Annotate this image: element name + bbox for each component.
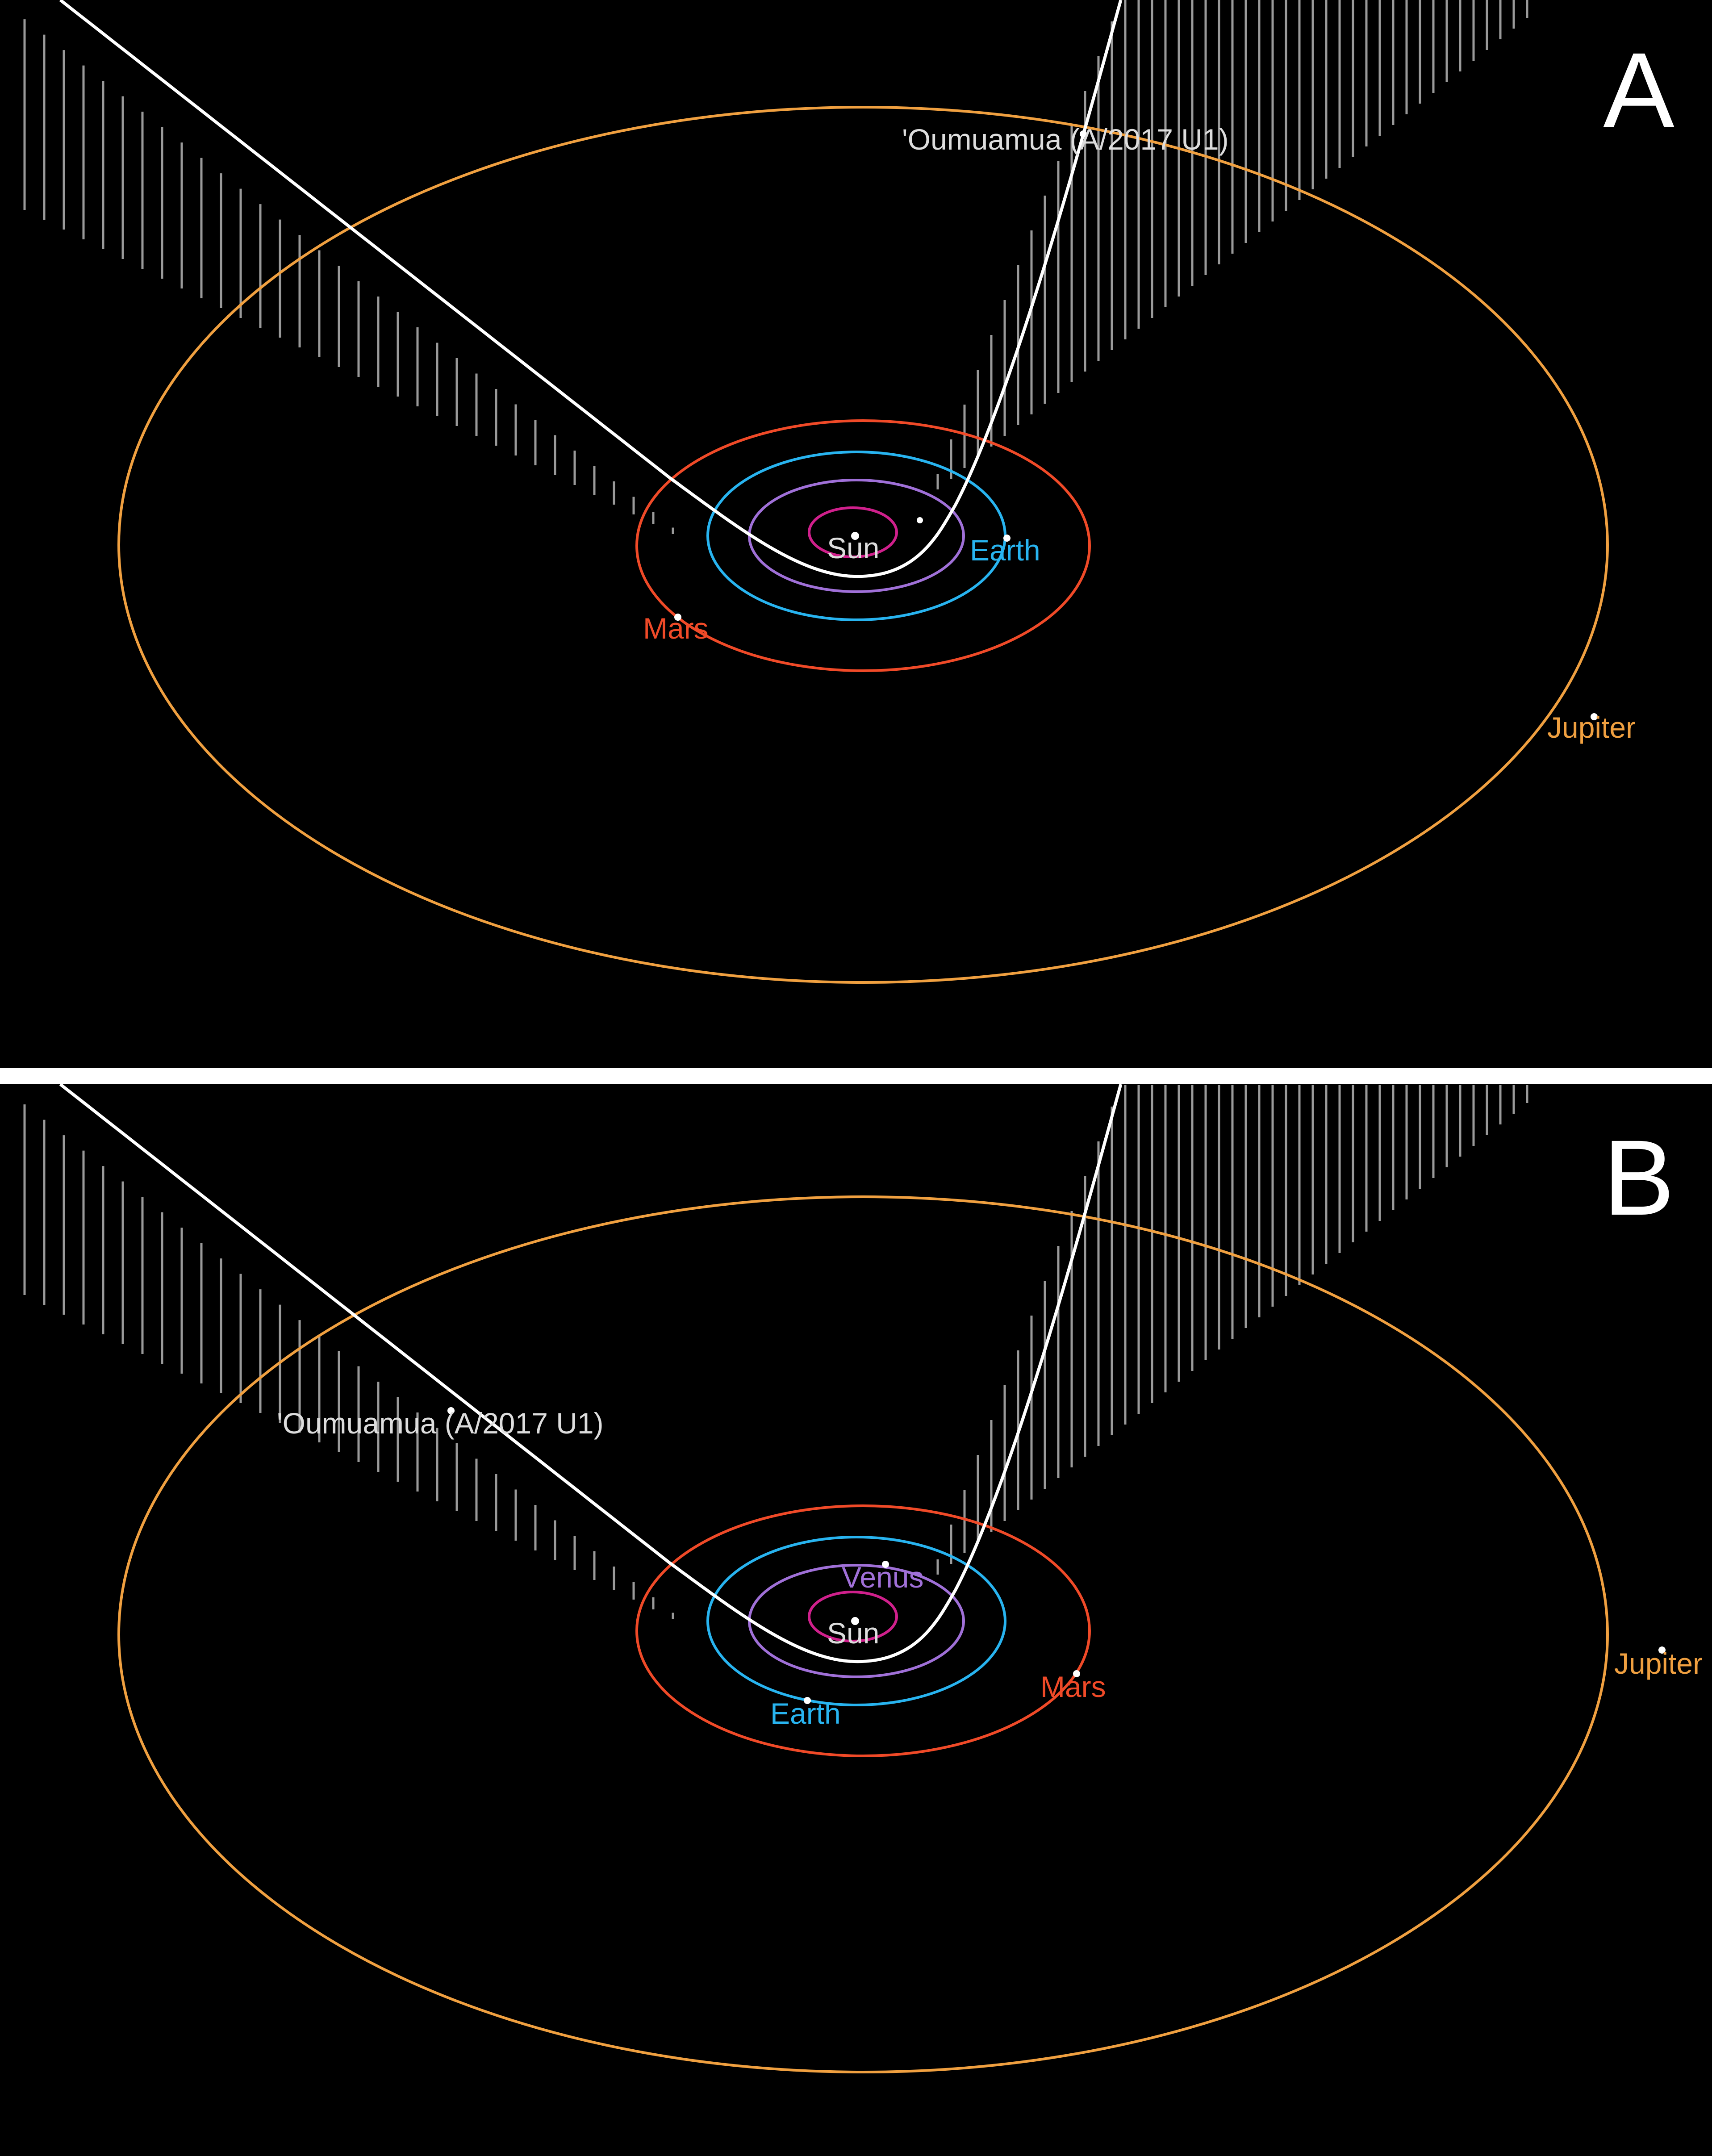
panel-a-oumuamua-marker — [1080, 130, 1087, 138]
panel-b-jupiter-label: Jupiter — [1614, 1647, 1703, 1680]
panel-b-earth-label: Earth — [770, 1697, 841, 1730]
panel-a-sun-marker — [851, 532, 859, 540]
panel-a-earth-label: Earth — [970, 534, 1040, 567]
panel-b-venus-label: Venus — [842, 1561, 924, 1594]
panel-a-earth-marker — [1003, 535, 1010, 542]
panel-b-earth-orbit — [706, 1536, 1006, 1706]
panel-b-jupiter-marker — [1658, 1646, 1666, 1654]
panel-a-jupiter-label: Jupiter — [1547, 711, 1636, 744]
panel-a-sun-label: Sun — [827, 531, 879, 564]
panel-a-inner-marker — [917, 517, 923, 523]
panel-b-oumuamua-label: 'Oumuamua (A/2017 U1) — [277, 1407, 604, 1440]
panel-b-oumuamua-trajectory — [59, 1083, 1123, 1663]
panel-b-venus-marker — [882, 1561, 889, 1568]
panel-a-oumuamua-trajectory — [59, 0, 1123, 578]
panel-b-mars-marker — [1073, 1670, 1080, 1677]
panel-a-oumuamua-label: 'Oumuamua (A/2017 U1) — [902, 123, 1229, 156]
panel-b-oumuamua-marker — [447, 1407, 455, 1414]
panel-b-jupiter-orbit — [117, 1195, 1609, 2073]
panel-a-letter: A — [1603, 30, 1674, 150]
panel-b-letter: B — [1603, 1118, 1674, 1237]
panel-b-drop-lines — [23, 1085, 1528, 1619]
panel-b-mars-label: Mars — [1040, 1670, 1106, 1703]
panel-b-mars-orbit — [635, 1504, 1091, 1757]
panel-a-mercury-orbit — [808, 506, 898, 558]
panel-b-sun-label: Sun — [827, 1617, 879, 1650]
panel-a-drop-lines — [23, 0, 1528, 534]
panel-separator — [0, 1068, 1712, 1084]
panel-b-mercury-orbit — [808, 1591, 898, 1642]
panel-b-earth-marker — [804, 1697, 811, 1704]
panel-a-jupiter-orbit — [117, 106, 1609, 984]
panel-a-mars-orbit — [635, 419, 1091, 672]
panel-a: Sun Earth Mars Jupiter 'Oumuamua (A/2017… — [0, 0, 1712, 1068]
panel-b: Sun Venus Earth Mars Jupiter 'Oumuamua (… — [0, 1083, 1712, 2156]
panel-b-sun-marker — [851, 1617, 859, 1625]
panel-a-mars-label: Mars — [643, 612, 709, 645]
panel-a-mars-marker — [674, 614, 681, 621]
panel-a-jupiter-marker — [1591, 713, 1598, 720]
